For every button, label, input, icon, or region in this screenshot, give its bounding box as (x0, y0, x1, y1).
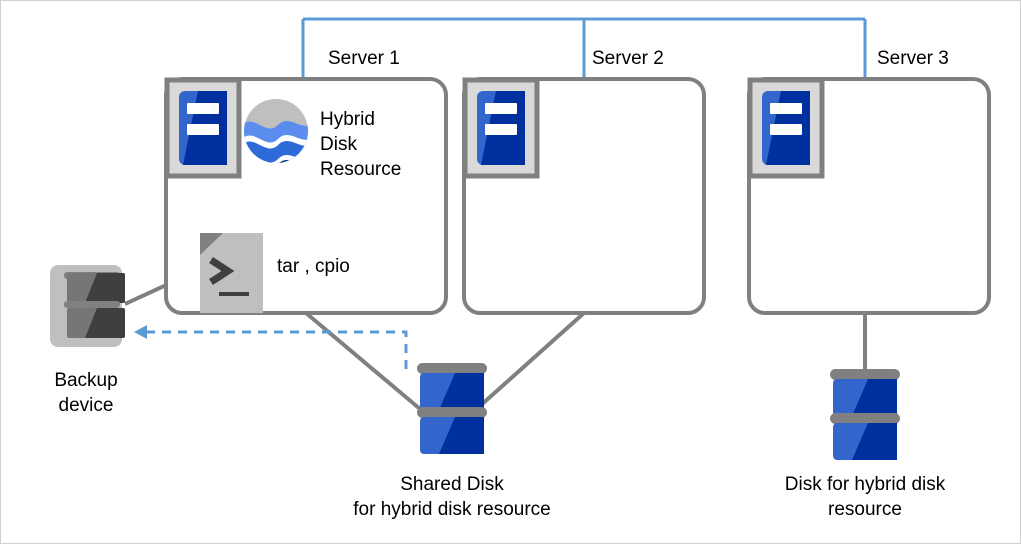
shared-disk-to-backup-arrow (134, 325, 408, 369)
backup-device-icon (50, 265, 125, 347)
shared-disk-label-line-1: Shared Disk (400, 474, 504, 495)
network-bus (301, 17, 867, 79)
script-command-label: tar , cpio (277, 256, 350, 277)
server-2-title: Server 2 (592, 48, 664, 69)
backup-device-label-line-2: device (58, 395, 114, 416)
server-1-machine-icon (164, 77, 242, 179)
server1-to-shared-disk-line (304, 311, 428, 416)
local-disk-label-line-1: Disk for hybrid disk (784, 474, 946, 495)
shared-disk-icon (417, 363, 487, 454)
server-3-title: Server 3 (877, 48, 949, 69)
hybrid-disk-resource-label-line-3: Resource (320, 159, 402, 180)
server-3-machine-icon (747, 77, 825, 179)
backup-device-label: Backup device (21, 368, 151, 418)
hybrid-disk-resource-label-line-2: Disk (320, 134, 357, 155)
local-disk-label: Disk for hybrid disk resource (735, 472, 995, 522)
local-disk-icon (830, 369, 900, 460)
server-1-title: Server 1 (328, 48, 400, 69)
shared-disk-label: Shared Disk for hybrid disk resource (302, 472, 602, 522)
local-disk-label-line-2: resource (828, 499, 902, 520)
terminal-script-icon (200, 233, 263, 313)
backup-device-label-line-1: Backup (54, 370, 118, 391)
server2-to-shared-disk-line (469, 311, 586, 416)
shared-disk-label-line-2: for hybrid disk resource (353, 499, 551, 520)
hybrid-disk-resource-label-line-1: Hybrid (320, 109, 375, 130)
server-2-machine-icon (462, 77, 540, 179)
